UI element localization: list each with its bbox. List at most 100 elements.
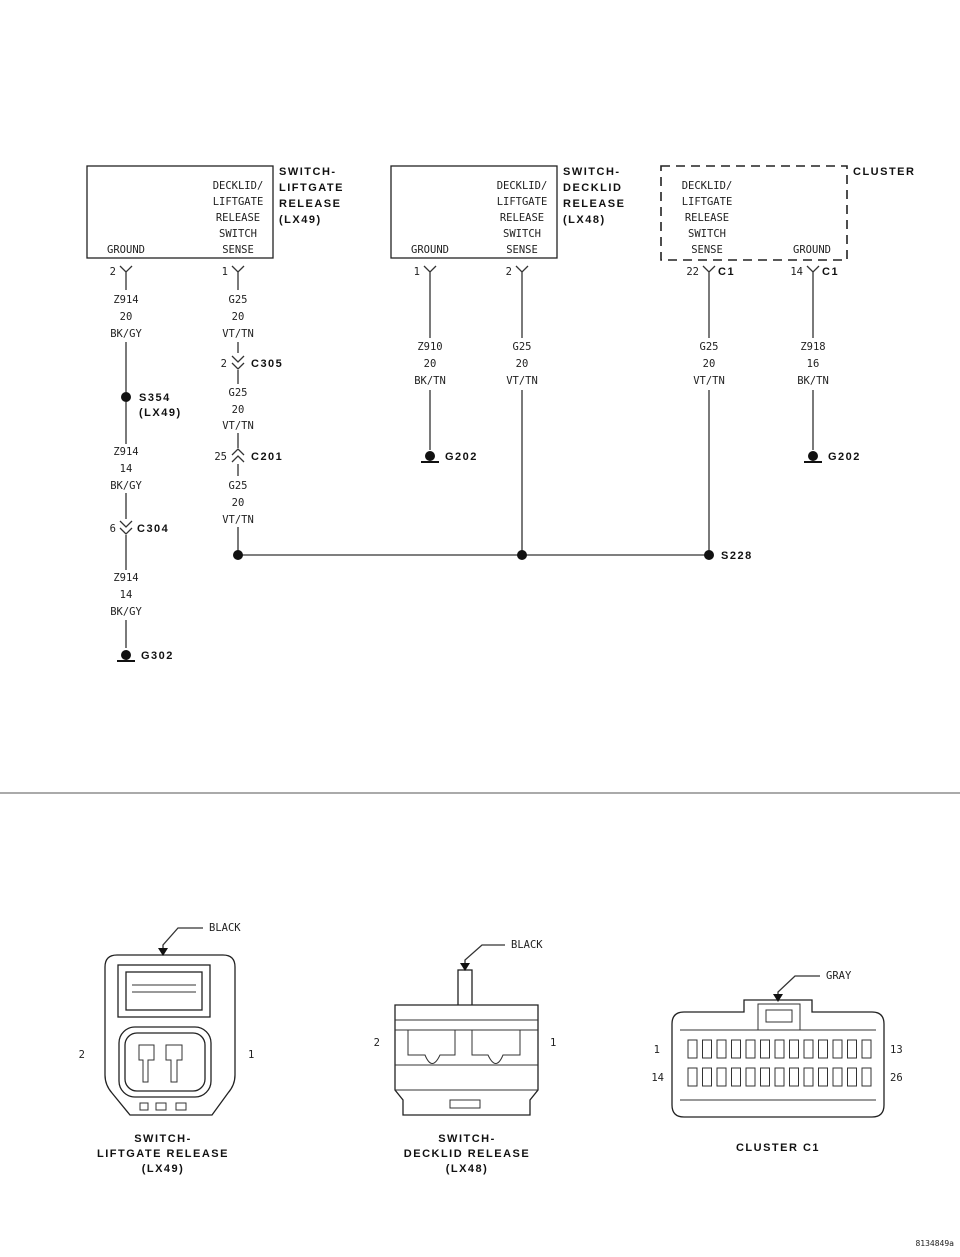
wire-label: BK/GY	[110, 328, 142, 340]
cluster-c1-label-b: C1	[822, 266, 839, 278]
cluster-cavity	[832, 1067, 843, 1087]
ground-g302-label: G302	[141, 650, 174, 662]
liftgate-pin-right: 1	[248, 1049, 254, 1061]
decklid-housing	[394, 1004, 539, 1116]
pin-terminals: 2 1 1 2 22 C1 14 C1	[110, 265, 839, 278]
connector-view-liftgate: BLACK 2 1 SWITCH- LIFTGATE RELEASE (LX49…	[79, 922, 255, 1175]
splice-s228-label: S228	[721, 550, 753, 562]
connector-view-cluster: GRAY 1 13 14 26 CLUSTER C1	[651, 970, 902, 1154]
liftgate-title-3: RELEASE	[279, 198, 341, 210]
decklid-title-3: RELEASE	[563, 198, 625, 210]
terminal-cluster-pin14	[806, 265, 820, 278]
cluster-pin-26: 26	[890, 1072, 903, 1084]
terminal-liftgate-pin1	[231, 265, 245, 278]
connector-c304-pin: 6	[110, 523, 116, 535]
cluster-cavity	[789, 1067, 799, 1087]
decklid-color-label: BLACK	[511, 939, 543, 951]
wire-label: Z910	[417, 341, 442, 353]
liftgate-caption-2: LIFTGATE RELEASE	[97, 1148, 229, 1160]
ground-g202b-label: G202	[828, 451, 861, 463]
splice-s354-dot	[121, 392, 131, 402]
cluster-pin-14: 14	[651, 1072, 664, 1084]
grounds: G302 G202 G202	[117, 451, 861, 662]
cluster-cavity	[818, 1067, 828, 1087]
wire-label: Z914	[113, 446, 138, 458]
wire-label: VT/TN	[222, 328, 254, 340]
decklid-title-2: DECKLID	[563, 182, 622, 194]
connector-c305-icon	[231, 355, 245, 370]
cluster-cavity	[818, 1039, 828, 1059]
cluster-cavity-grid	[687, 1039, 872, 1087]
pin-label-liftgate-1: 1	[222, 266, 228, 278]
decklid-sense-label-3: RELEASE	[500, 212, 544, 224]
wire-label: VT/TN	[693, 375, 725, 387]
decklid-title-4: (LX48)	[563, 214, 606, 226]
cluster-cavity	[731, 1039, 741, 1059]
cluster-cavity	[789, 1039, 799, 1059]
cluster-cavity	[861, 1039, 872, 1059]
liftgate-switch-component: DECKLID/ LIFTGATE RELEASE SWITCH SENSE G…	[86, 165, 344, 259]
liftgate-latch	[125, 971, 203, 1011]
liftgate-title-2: LIFTGATE	[279, 182, 344, 194]
splice-dot-right	[704, 550, 714, 560]
figure-id: 8134849a	[915, 1239, 954, 1248]
liftgate-color-label: BLACK	[209, 922, 241, 934]
wire-label: G25	[229, 480, 248, 492]
decklid-caption-3: (LX48)	[446, 1163, 489, 1175]
splice-dot-left	[233, 550, 243, 560]
decklid-title-1: SWITCH-	[563, 166, 621, 178]
liftgate-slot	[175, 1102, 187, 1111]
cluster-cavity	[861, 1067, 872, 1087]
wire-label: BK/TN	[414, 375, 446, 387]
splice-s354-sub: (LX49)	[139, 407, 182, 419]
wire-label: Z914	[113, 294, 138, 306]
liftgate-sense-label-4: SWITCH	[219, 228, 257, 240]
wire-label: BK/GY	[110, 606, 142, 618]
pin-label-cluster-22: 22	[686, 266, 699, 278]
liftgate-sense-label-2: LIFTGATE	[213, 196, 264, 208]
cluster-pin-1: 1	[654, 1044, 660, 1056]
liftgate-sense-label-3: RELEASE	[216, 212, 260, 224]
cluster-cavity	[847, 1039, 857, 1059]
decklid-sense-label-5: SENSE	[506, 244, 538, 256]
cluster-cavity	[803, 1067, 814, 1087]
cluster-cavity	[731, 1067, 741, 1087]
cluster-color-leader	[777, 975, 820, 1000]
cluster-cavity	[847, 1067, 857, 1087]
wire-label: 20	[424, 358, 437, 370]
wire-label: 14	[120, 463, 133, 475]
cluster-c1-label-a: C1	[718, 266, 735, 278]
wire-label: Z918	[800, 341, 825, 353]
wires	[125, 278, 814, 648]
wire-label: 14	[120, 589, 133, 601]
cluster-latch-inner	[765, 1009, 793, 1023]
terminal-liftgate-pin2	[119, 265, 133, 278]
liftgate-slot	[155, 1102, 167, 1111]
decklid-pin-left: 2	[374, 1037, 380, 1049]
ground-g302-dot	[121, 650, 131, 660]
cluster-cavity	[760, 1039, 770, 1059]
cluster-cavity	[716, 1067, 727, 1087]
liftgate-terminal-1	[165, 1044, 183, 1083]
cluster-cavity	[803, 1039, 814, 1059]
decklid-color-leader	[464, 944, 505, 970]
splice-s354-label: S354	[139, 392, 171, 404]
cluster-cavity	[702, 1067, 712, 1087]
ground-g202a-label: G202	[445, 451, 478, 463]
connector-c201-label: C201	[251, 451, 283, 463]
liftgate-pin-left: 2	[79, 1049, 85, 1061]
pin-label-decklid-1: 1	[414, 266, 420, 278]
connector-c201-pin: 25	[214, 451, 227, 463]
decklid-sense-label-1: DECKLID/	[497, 180, 548, 192]
cluster-dashed-box	[660, 165, 848, 261]
liftgate-cavity-inner	[124, 1032, 206, 1092]
wire-label: G25	[229, 294, 248, 306]
connector-c305-pin: 2	[221, 358, 227, 370]
decklid-switch-component: DECKLID/ LIFTGATE RELEASE SWITCH SENSE G…	[390, 165, 625, 259]
decklid-caption-2: DECKLID RELEASE	[404, 1148, 530, 1160]
wire-label: 20	[516, 358, 529, 370]
wire-label: 20	[703, 358, 716, 370]
wire-label: 20	[232, 497, 245, 509]
decklid-arrow-icon	[460, 963, 470, 971]
